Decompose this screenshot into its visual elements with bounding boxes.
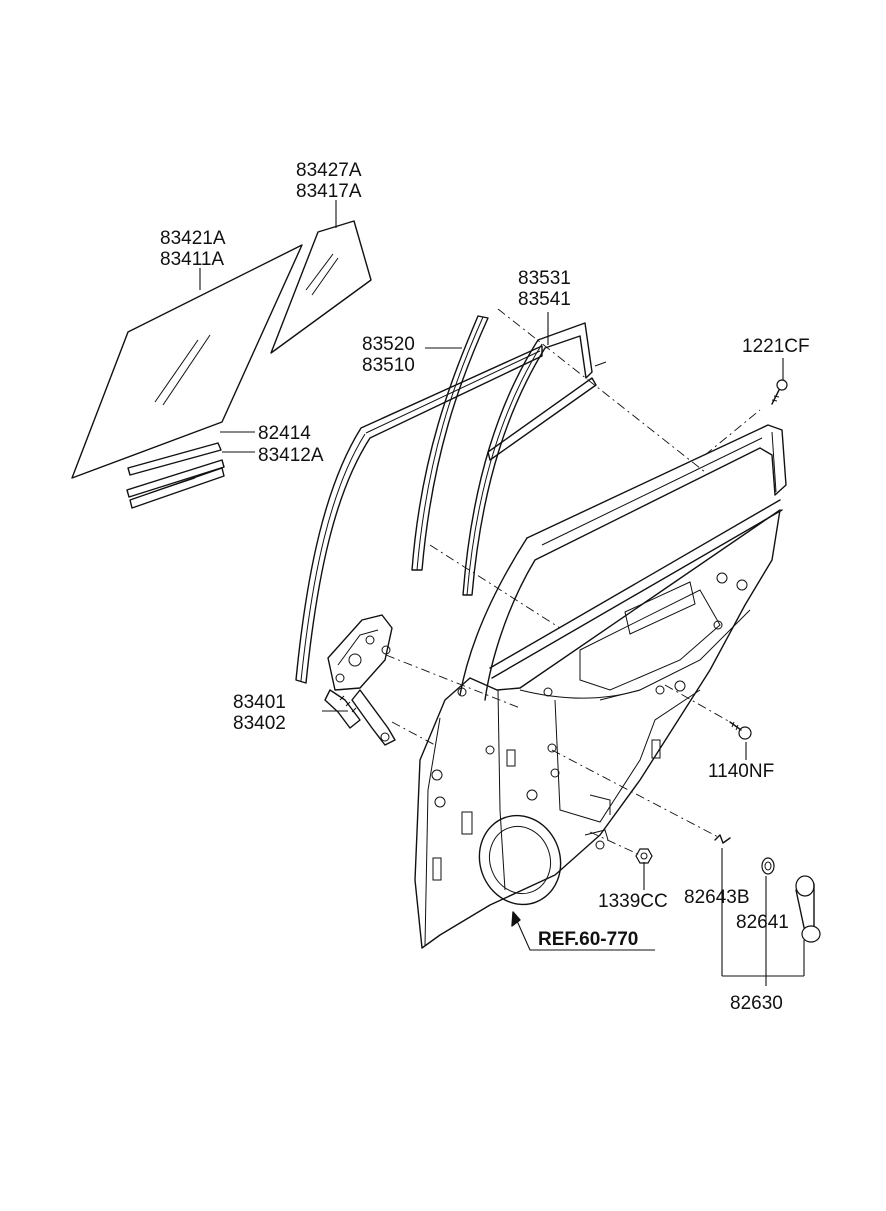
label-83401: 83401 (233, 692, 286, 713)
label-83541: 83541 (518, 289, 571, 310)
label-83531: 83531 (518, 268, 571, 289)
regulator-handle (795, 875, 821, 943)
washer-82641 (761, 857, 775, 875)
quarter-glass (270, 220, 372, 354)
label-83427A: 83427A (296, 160, 362, 181)
label-82630: 82630 (730, 993, 783, 1014)
center-channel (411, 315, 489, 571)
label-83411A: 83411A (160, 249, 224, 270)
label-1221CF: 1221CF (742, 336, 810, 357)
label-82414: 82414 (258, 423, 311, 444)
clip-82643B (714, 834, 731, 844)
window-regulator (324, 614, 396, 746)
part-labels: 83427A 83417A 83421A 83411A 83531 83541 … (160, 160, 810, 1014)
door-panel (414, 424, 787, 949)
door-glass-main (71, 244, 303, 479)
rear-sash-channel (462, 322, 607, 596)
label-82641: 82641 (736, 912, 789, 933)
label-ref-60-770: REF.60-770 (538, 929, 638, 950)
label-83417A: 83417A (296, 181, 362, 202)
label-83520: 83520 (362, 334, 415, 355)
nut-1339CC (635, 848, 653, 864)
glass-channel-strips (126, 442, 225, 509)
assembly-lines (385, 308, 761, 856)
label-1339CC: 1339CC (598, 891, 668, 912)
bolt-1221CF (771, 379, 788, 405)
leader-lines (199, 200, 805, 986)
bolt-1140NF (729, 721, 752, 740)
label-1140NF: 1140NF (708, 761, 774, 782)
label-83421A: 83421A (160, 228, 226, 249)
label-83402: 83402 (233, 713, 286, 734)
label-83510: 83510 (362, 355, 415, 376)
label-82643B: 82643B (684, 887, 750, 908)
label-83412A: 83412A (258, 445, 324, 466)
